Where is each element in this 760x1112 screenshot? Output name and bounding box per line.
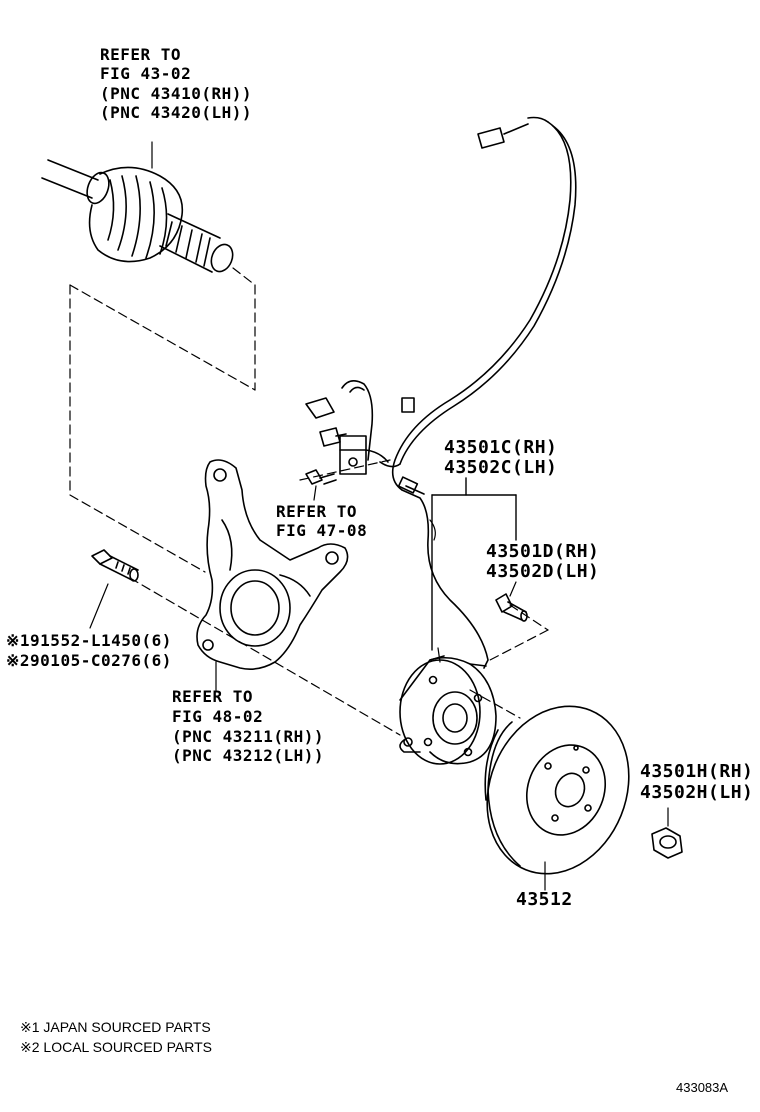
drive-shaft-label-3: (PNC 43410(RH)) bbox=[100, 84, 252, 103]
drive-shaft-label-1: REFER TO bbox=[100, 45, 182, 64]
knuckle-bolt-drawing bbox=[89, 549, 139, 629]
hub-bearing-drawing bbox=[399, 647, 497, 765]
hub-assy-label-2: 43502C(LH) bbox=[444, 457, 558, 478]
speed-sensor-drawing bbox=[305, 116, 577, 669]
hub-bolt-label-1: 43501D(RH) bbox=[486, 541, 600, 562]
drive-shaft-label-4: (PNC 43420(LH)) bbox=[100, 103, 252, 122]
hub-bolt-label-2: 43502D(LH) bbox=[486, 561, 600, 582]
brake-disc-drawing bbox=[484, 705, 630, 891]
knuckle-ref-label-4: (PNC 43212(LH)) bbox=[172, 746, 324, 765]
knuckle-ref-label-3: (PNC 43211(RH)) bbox=[172, 727, 324, 746]
disc-label: 43512 bbox=[516, 889, 573, 910]
knuckle-ref-label-2: FIG 48-02 bbox=[172, 707, 264, 726]
sensor-bolt-drawing bbox=[305, 469, 337, 501]
hub-nut-label-1: 43501H(RH) bbox=[640, 761, 754, 782]
steering-knuckle-drawing bbox=[196, 459, 349, 691]
note-local-sourced: ※2 LOCAL SOURCED PARTS bbox=[20, 1039, 212, 1055]
hub-nut-drawing bbox=[651, 807, 683, 859]
bolt-part-label-2: ※290105-C0276(6) bbox=[6, 651, 172, 670]
bolt-part-label-1: ※191552-L1450(6) bbox=[6, 631, 172, 650]
sensor-ref-label-2: FIG 47-08 bbox=[276, 521, 368, 540]
hub-nut-label-2: 43502H(LH) bbox=[640, 782, 754, 803]
dashed-guides bbox=[69, 267, 549, 736]
knuckle-ref-label-1: REFER TO bbox=[172, 687, 254, 706]
hub-bolt-drawing bbox=[495, 581, 528, 622]
drive-shaft-drawing bbox=[41, 141, 234, 273]
sensor-ref-label-1: REFER TO bbox=[276, 502, 358, 521]
note-japan-sourced: ※1 JAPAN SOURCED PARTS bbox=[20, 1019, 211, 1035]
hub-assy-label-1: 43501C(RH) bbox=[444, 437, 558, 458]
illustration-id: 433083A bbox=[676, 1080, 729, 1095]
hub-assy-leader bbox=[431, 477, 517, 651]
drive-shaft-label-2: FIG 43-02 bbox=[100, 64, 192, 83]
